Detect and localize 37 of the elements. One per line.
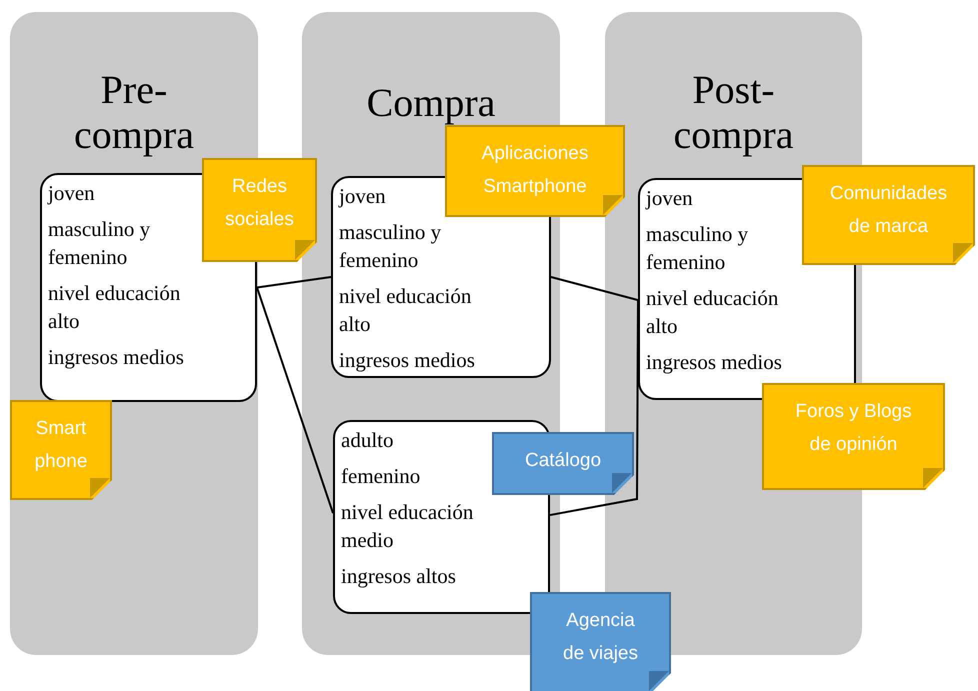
sticky-note: [10, 400, 112, 500]
sticky-note: [445, 125, 625, 217]
stage-title: Pre- compra: [73, 67, 195, 157]
stage-title: Compra: [366, 80, 496, 125]
connector-line: [256, 287, 334, 514]
profile-attribute: nivel educación alto: [48, 280, 182, 335]
profile-attribute: masculino y femenino: [48, 216, 152, 271]
sticky-note: [762, 383, 945, 490]
profile-attribute: nivel educación alto: [339, 283, 472, 338]
profile-attribute: joven: [339, 183, 386, 210]
profile-attribute: adulto: [341, 427, 394, 454]
note-text: Aplicaciones Smartphone: [480, 142, 590, 199]
profile-attribute: nivel educación alto: [646, 285, 780, 340]
note-text: Smart phone: [34, 417, 88, 474]
note-text: Comunidades de marca: [828, 182, 948, 239]
sticky-note: [530, 592, 671, 691]
profile-attribute: ingresos altos: [341, 563, 456, 590]
note-text: Catálogo: [524, 449, 602, 473]
note-text: Foros y Blogs de opinión: [794, 400, 913, 457]
profile-attribute: femenino: [341, 463, 420, 490]
sticky-note: [202, 158, 317, 262]
profile-attribute: ingresos medios: [339, 347, 475, 374]
profile-attribute: joven: [646, 185, 693, 212]
profile-attribute: ingresos medios: [646, 349, 782, 376]
note-text: Agencia de viajes: [562, 609, 639, 666]
sticky-note: [802, 165, 975, 265]
profile-attribute: joven: [48, 180, 95, 207]
profile-attribute: masculino y femenino: [646, 221, 750, 276]
profile-attribute: ingresos medios: [48, 344, 184, 371]
profile-attribute: masculino y femenino: [339, 219, 442, 274]
note-text: Redes sociales: [224, 175, 295, 232]
sticky-note: [492, 432, 634, 495]
stage-title: Post- compra: [672, 67, 794, 157]
connector-line: [550, 300, 639, 516]
profile-attribute: nivel educación medio: [341, 499, 474, 554]
connector-line: [550, 276, 638, 302]
connector-line: [256, 276, 332, 288]
